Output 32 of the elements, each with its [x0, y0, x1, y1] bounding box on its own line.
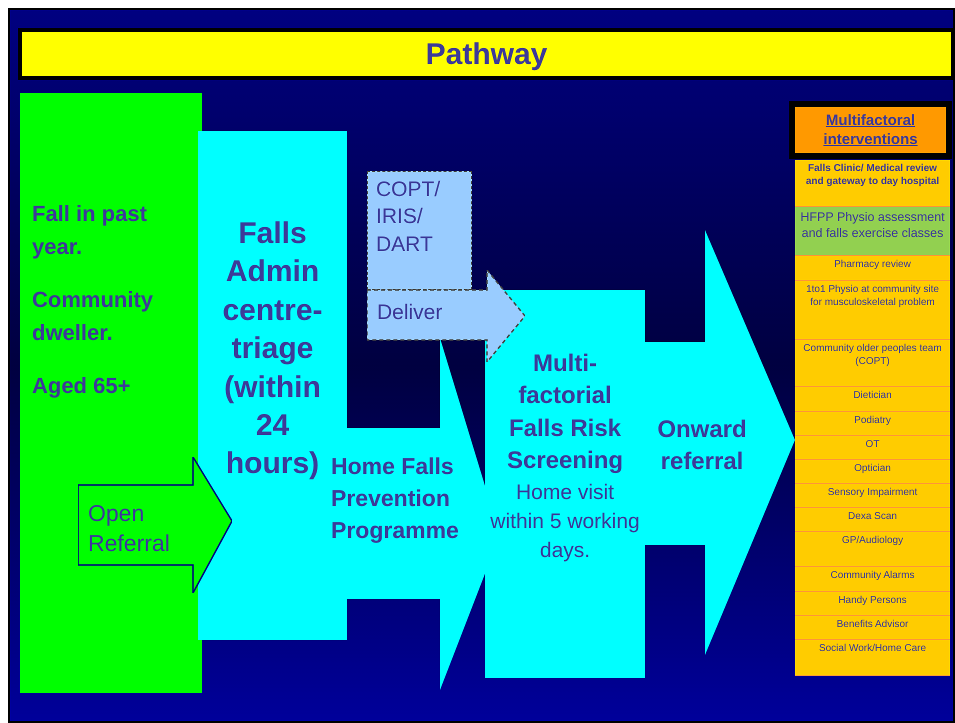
intervention-item: Community older peoples team (COPT)	[795, 340, 950, 387]
process-box	[485, 290, 645, 678]
arrow-text: Open Referral	[88, 499, 171, 558]
intervention-item: Benefits Advisor	[795, 616, 950, 640]
intervention-item: Podiatry	[795, 412, 950, 436]
intervention-item: 1to1 Physio at community site for musculoskeletal problem	[795, 281, 950, 340]
intervention-item: OT	[795, 436, 950, 460]
arrow-text: Onward referral	[656, 415, 748, 478]
intervention-item: Falls Clinic/ Medical review and gateway to day hospital	[795, 160, 950, 207]
intervention-item: Dexa Scan	[795, 508, 950, 532]
box-text: Falls Admin centre-triage (within 24 hours)	[221, 216, 324, 482]
intervention-item: HFPP Physio assessment and falls exercise classes	[795, 207, 950, 256]
arrow-text: Home Falls Prevention Programme	[331, 452, 460, 546]
box-text: Home visit within 5 working days.	[489, 480, 641, 564]
process-box	[367, 171, 472, 290]
box-text: COPT/ IRIS/ DART	[376, 177, 442, 258]
box-text: Multi-factorial Falls Risk Screening	[506, 349, 624, 476]
intervention-item: Handy Persons	[795, 592, 950, 616]
intervention-item: Optician	[795, 460, 950, 484]
intervention-item: Dietician	[795, 387, 950, 412]
box-text: Fall in past year.	[32, 200, 148, 261]
criteria-box	[20, 93, 202, 693]
intervention-item: Pharmacy review	[795, 256, 950, 281]
interventions-header: Multifactoral interventions	[789, 101, 952, 159]
intervention-item: Social Work/Home Care	[795, 640, 950, 676]
box-text: Community dweller.	[32, 286, 154, 347]
title-bar: Pathway	[18, 28, 955, 80]
intervention-item: Community Alarms	[795, 567, 950, 592]
arrow-text: Deliver	[377, 300, 444, 326]
intervention-item: Sensory Impairment	[795, 484, 950, 508]
intervention-item: GP/Audiology	[795, 532, 950, 567]
box-text: Aged 65+	[32, 372, 132, 400]
